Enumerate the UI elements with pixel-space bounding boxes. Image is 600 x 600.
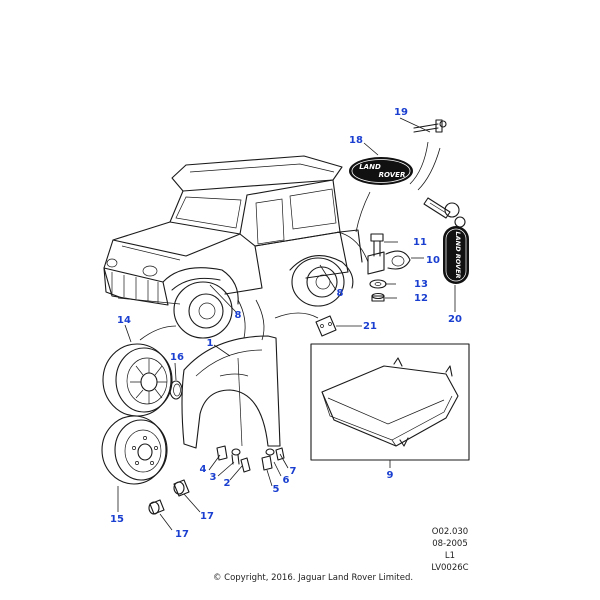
callout-9[interactable]: 9 xyxy=(387,470,394,481)
ref-date: 08-2005 xyxy=(432,539,468,549)
callout-3[interactable]: 3 xyxy=(210,472,217,483)
callout-14[interactable]: 14 xyxy=(117,315,131,326)
callout-2[interactable]: 2 xyxy=(224,478,231,489)
callout-labels: 1 2 3 4 5 6 7 8 8 9 10 11 12 13 14 15 16… xyxy=(110,107,462,540)
callout-21[interactable]: 21 xyxy=(363,321,377,332)
drawing-reference-block: O02.030 08-2005 L1 LV0026C xyxy=(418,526,482,574)
ref-code-1: O02.030 xyxy=(431,527,469,537)
steel-wheel-15 xyxy=(101,415,168,485)
callout-4[interactable]: 4 xyxy=(200,464,207,475)
alloy-wheel-14 xyxy=(102,343,173,417)
land-rover-badge: LAND ROVER xyxy=(349,157,413,185)
callout-6[interactable]: 6 xyxy=(283,475,290,486)
callout-17-upper[interactable]: 17 xyxy=(200,511,214,522)
ref-code-2: LV0026C xyxy=(431,563,469,573)
callout-16[interactable]: 16 xyxy=(170,352,184,363)
callout-19[interactable]: 19 xyxy=(394,107,408,118)
copyright-notice: © Copyright, 2016. Jaguar Land Rover Lim… xyxy=(212,573,414,583)
callout-1[interactable]: 1 xyxy=(207,338,214,349)
callout-10[interactable]: 10 xyxy=(426,255,440,266)
vehicle-illustration xyxy=(103,155,363,339)
wheel-arch-panel xyxy=(181,335,281,449)
callout-5[interactable]: 5 xyxy=(273,484,280,495)
retaining-pin-part xyxy=(413,119,447,133)
badge-text-land: LAND xyxy=(359,163,381,171)
callout-7[interactable]: 7 xyxy=(290,466,297,477)
callout-13[interactable]: 13 xyxy=(414,279,428,290)
wheel-nut-17 xyxy=(148,479,190,515)
small-fixings xyxy=(216,445,285,473)
callout-18[interactable]: 18 xyxy=(349,135,363,146)
bracket-part-21 xyxy=(315,315,337,337)
keyfob-text: LAND ROVER xyxy=(454,231,462,278)
callout-15[interactable]: 15 xyxy=(110,514,124,525)
fixing-hardware-10-13 xyxy=(367,233,411,302)
spare-wheel-cover-9 xyxy=(310,343,470,461)
callout-11[interactable]: 11 xyxy=(413,237,427,248)
callout-8-front[interactable]: 8 xyxy=(235,310,242,321)
badge-text-rover: ROVER xyxy=(379,171,406,179)
callout-8-rear[interactable]: 8 xyxy=(337,288,344,299)
ref-level: L1 xyxy=(444,551,456,561)
leader-lines xyxy=(117,117,456,531)
callout-17-lower[interactable]: 17 xyxy=(175,529,189,540)
callout-20[interactable]: 20 xyxy=(448,314,462,325)
centre-cap-16 xyxy=(169,380,183,400)
key-and-fob: LAND ROVER xyxy=(423,197,469,284)
callout-12[interactable]: 12 xyxy=(414,293,428,304)
